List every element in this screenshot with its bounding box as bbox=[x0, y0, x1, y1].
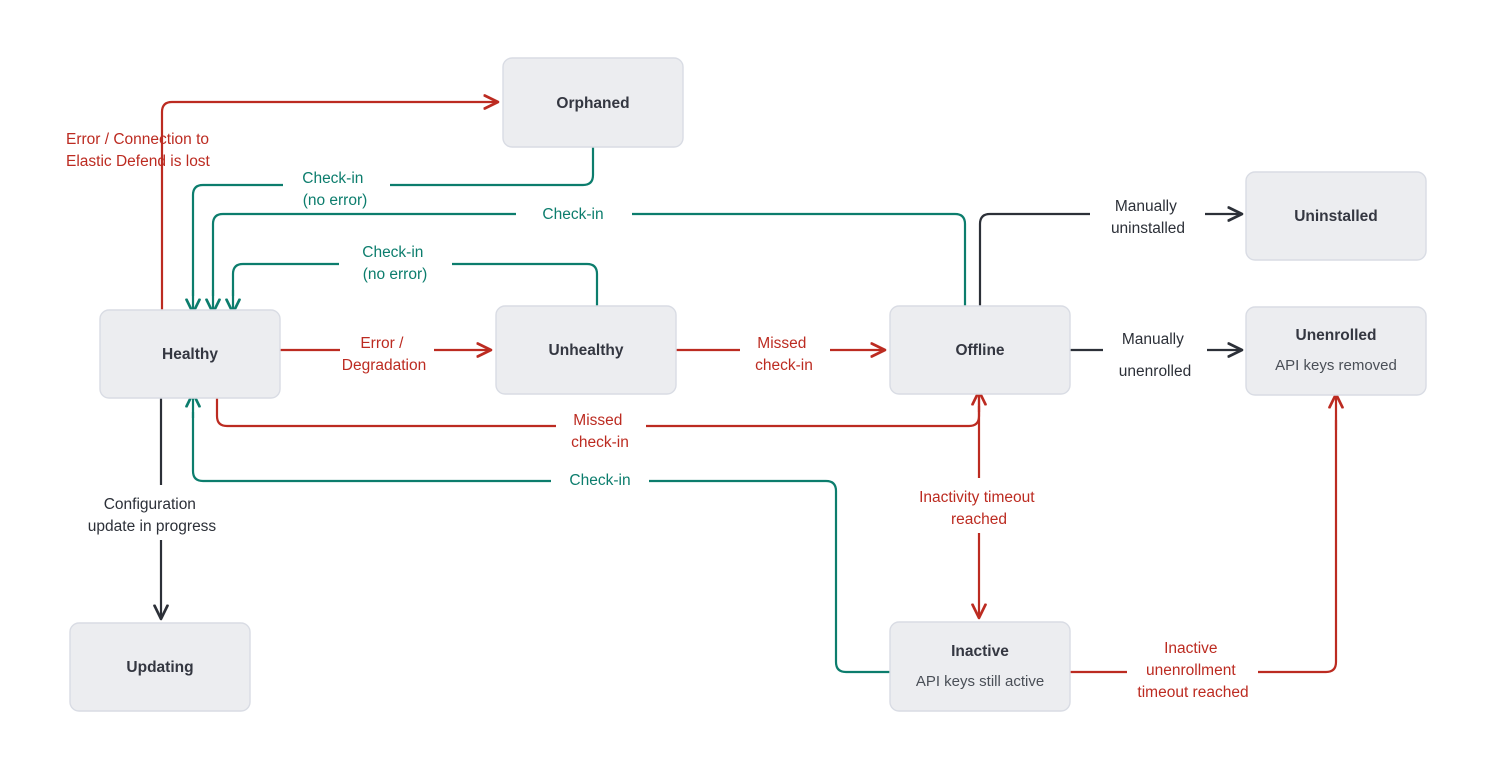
node-label: Unenrolled bbox=[1296, 327, 1377, 344]
edge-label: Manually uninstalled bbox=[1111, 198, 1185, 237]
node-box[interactable] bbox=[495, 305, 677, 395]
node-box[interactable] bbox=[99, 309, 281, 399]
node-box[interactable] bbox=[1245, 171, 1427, 261]
node-label: Updating bbox=[126, 659, 193, 676]
edge-label: Error / Degradation bbox=[342, 335, 426, 374]
edge-inactive-to-unenrolled: Inactive unenrollment timeout reached bbox=[1070, 395, 1336, 701]
node-box[interactable] bbox=[889, 621, 1071, 712]
node-healthy[interactable]: Healthy bbox=[99, 309, 281, 399]
edge-label: Inactivity timeout reached bbox=[919, 489, 1039, 528]
edge-label: Check-in bbox=[569, 472, 630, 489]
edge-line bbox=[452, 262, 599, 306]
edge-label: Check-in bbox=[542, 206, 603, 223]
edge-label: Check-in (no error) bbox=[302, 170, 367, 209]
edge-offline-to-uninstalled: Manually uninstalled bbox=[978, 198, 1241, 306]
edge-label: Missed check-in bbox=[571, 412, 629, 451]
node-label: Uninstalled bbox=[1294, 208, 1378, 225]
node-label: Offline bbox=[955, 342, 1004, 359]
edge-line bbox=[160, 100, 455, 310]
nodes-layer: Orphaned Healthy Unhealthy Offline Unins… bbox=[69, 57, 1427, 712]
node-updating[interactable]: Updating bbox=[69, 622, 251, 712]
edge-offline-to-unenrolled: Manually unenrolled bbox=[1070, 331, 1241, 380]
edge-offline-to-inactive: Inactivity timeout reached bbox=[919, 394, 1039, 617]
edge-label: Manually unenrolled bbox=[1119, 331, 1191, 380]
node-label: Orphaned bbox=[556, 95, 629, 112]
node-unenrolled[interactable]: Unenrolled API keys removed bbox=[1245, 306, 1427, 396]
node-orphaned[interactable]: Orphaned bbox=[502, 57, 684, 148]
edge-unhealthy-to-offline: Missed check-in bbox=[676, 335, 884, 374]
node-box[interactable] bbox=[502, 57, 684, 148]
edge-line bbox=[390, 147, 595, 187]
node-inactive[interactable]: Inactive API keys still active bbox=[889, 621, 1071, 712]
edge-line bbox=[231, 262, 339, 296]
node-offline[interactable]: Offline bbox=[889, 305, 1071, 395]
edge-line bbox=[215, 398, 556, 428]
edge-unhealthy-to-healthy: Check-in (no error) bbox=[231, 244, 599, 312]
node-box[interactable] bbox=[1245, 306, 1427, 396]
edge-line bbox=[632, 212, 967, 306]
edge-line bbox=[978, 212, 1090, 306]
edge-healthy-to-offline: Missed check-in bbox=[215, 392, 981, 451]
edge-offline-to-healthy: Check-in bbox=[211, 206, 967, 312]
edge-label: Error / Connection to Elastic Defend is … bbox=[66, 131, 213, 170]
node-label: Inactive bbox=[951, 643, 1009, 660]
edge-line bbox=[211, 212, 516, 296]
edge-inactive-to-healthy: Check-in bbox=[191, 394, 890, 674]
edge-label: Check-in (no error) bbox=[362, 244, 427, 283]
edge-healthy-to-updating: Configuration update in progress bbox=[88, 398, 217, 618]
node-uninstalled[interactable]: Uninstalled bbox=[1245, 171, 1427, 261]
node-label: Healthy bbox=[162, 346, 218, 363]
edge-line bbox=[646, 406, 981, 428]
node-unhealthy[interactable]: Unhealthy bbox=[495, 305, 677, 395]
node-label: Unhealthy bbox=[549, 342, 624, 359]
edge-line bbox=[649, 479, 890, 674]
node-box[interactable] bbox=[69, 622, 251, 712]
edge-label: Inactive unenrollment timeout reached bbox=[1137, 640, 1248, 701]
node-sublabel: API keys still active bbox=[916, 673, 1044, 690]
edge-healthy-to-orphaned: Error / Connection to Elastic Defend is … bbox=[66, 102, 497, 310]
edge-orphaned-to-healthy: Check-in (no error) bbox=[191, 147, 595, 312]
node-sublabel: API keys removed bbox=[1275, 357, 1397, 374]
edge-line bbox=[191, 183, 283, 296]
edge-label: Missed check-in bbox=[755, 335, 813, 374]
edge-healthy-to-unhealthy: Error / Degradation bbox=[280, 335, 490, 374]
node-box[interactable] bbox=[889, 305, 1071, 395]
edge-label: Configuration update in progress bbox=[88, 496, 217, 535]
edge-line bbox=[191, 412, 551, 483]
edge-line bbox=[1258, 420, 1338, 674]
edges-layer: Error / Connection to Elastic Defend is … bbox=[66, 102, 1336, 701]
